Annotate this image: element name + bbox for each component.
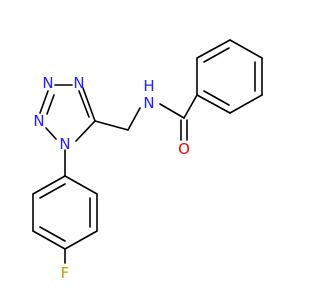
amide-hydrogen-label: H xyxy=(143,77,154,95)
double-bond-inner xyxy=(39,183,66,199)
bond xyxy=(82,87,96,122)
bond xyxy=(39,90,49,114)
tetrazole-nitrogen-label: N xyxy=(59,135,70,153)
tetrazole-nitrogen-label: N xyxy=(73,74,84,92)
bond xyxy=(75,120,96,142)
amide-nitrogen-label: N xyxy=(143,94,154,112)
bond xyxy=(183,94,198,119)
double-bond-inner xyxy=(203,90,230,106)
bond xyxy=(127,107,141,131)
double-bond-inner xyxy=(78,90,90,118)
carbonyl-oxygen-label: O xyxy=(178,140,190,158)
bond xyxy=(64,230,98,250)
atom-labels: N N N N N H O F xyxy=(33,74,190,282)
bond xyxy=(196,39,231,59)
benzoyl-ring xyxy=(196,39,263,114)
bond xyxy=(45,127,57,140)
bond xyxy=(32,230,66,250)
bond xyxy=(229,94,263,114)
double-bond-inner xyxy=(203,47,230,63)
fluorophenyl-ring xyxy=(32,149,98,264)
bond xyxy=(94,120,129,131)
bond xyxy=(159,103,185,119)
bond xyxy=(229,39,263,59)
double-bond-inner xyxy=(46,94,55,115)
amide-group xyxy=(94,94,198,141)
tetrazole-ring xyxy=(39,84,96,142)
molecule-structure: N N N N N H O F xyxy=(32,39,263,282)
tetrazole-nitrogen-label: N xyxy=(33,112,44,130)
bond xyxy=(32,175,66,195)
bond xyxy=(64,175,98,195)
fluorine-label: F xyxy=(61,264,70,282)
tetrazole-nitrogen-label: N xyxy=(42,74,53,92)
double-bond-inner xyxy=(39,226,66,242)
bond xyxy=(196,94,231,114)
